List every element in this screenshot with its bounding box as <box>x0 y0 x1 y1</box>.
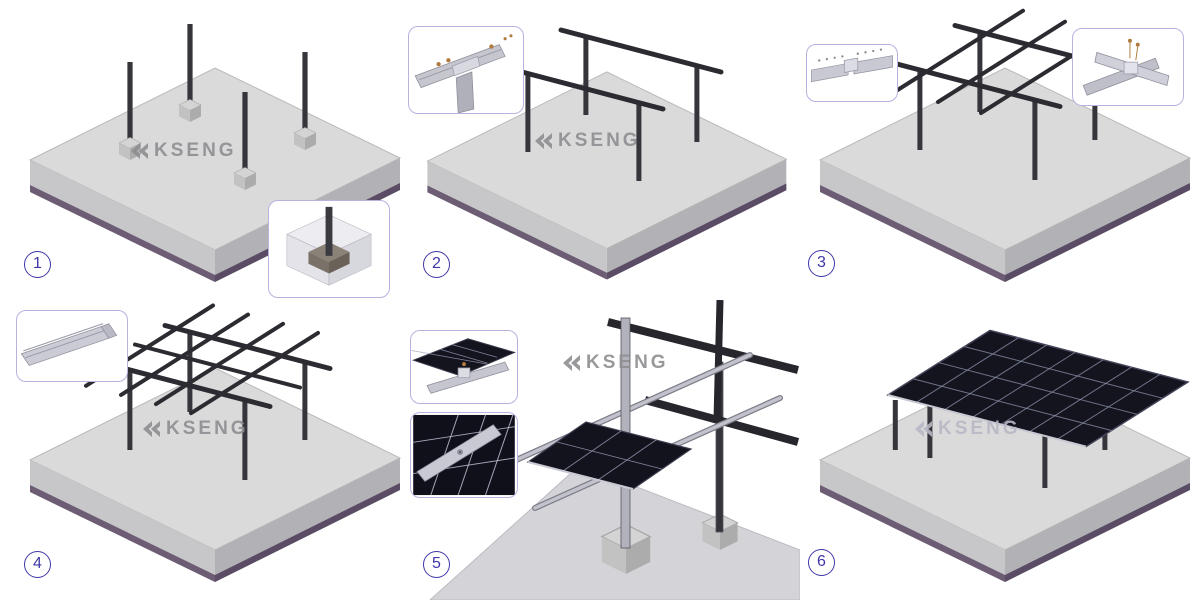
step-number-badge-5: 5 <box>423 551 450 578</box>
step-number-badge-3: 3 <box>808 250 835 277</box>
step-6-finished-array-illustration <box>819 329 1191 583</box>
step-2-panel <box>420 0 800 300</box>
step-1-panel <box>0 0 420 300</box>
detail-inset-rail-splice <box>806 44 898 102</box>
detail-inset-rail-profile <box>16 310 128 382</box>
beam-connection-detail-illustration <box>414 34 513 113</box>
step-2-beams-illustration <box>426 27 787 281</box>
detail-inset-foundation <box>268 200 390 298</box>
rail-profile-detail-illustration <box>20 323 118 366</box>
step-number-badge-4: 4 <box>24 551 51 578</box>
step-4-panel <box>0 300 420 600</box>
foundation-detail-illustration <box>286 206 372 286</box>
panel-mid-clamp-detail-illustration <box>413 414 515 496</box>
step-number-badge-6: 6 <box>808 549 835 576</box>
step-4-grid-frame-illustration <box>29 303 401 583</box>
detail-inset-beam-connection <box>408 26 524 114</box>
step-6-panel <box>800 300 1200 600</box>
rail-clamp-detail-illustration <box>1082 38 1170 96</box>
panel-corner-clamp-detail-illustration <box>411 338 517 394</box>
detail-inset-rail-clamp <box>1072 28 1184 106</box>
step-1-foundation-illustration <box>29 24 401 283</box>
step-5-panel <box>420 300 800 600</box>
rail-splice-detail-illustration <box>811 48 893 83</box>
detail-inset-panel-mid-clamp <box>410 412 518 498</box>
step-number-badge-2: 2 <box>423 251 450 278</box>
step-5-panel-mounting-illustration <box>429 300 800 600</box>
detail-inset-panel-corner-clamp <box>410 330 518 404</box>
step-number-badge-1: 1 <box>24 251 51 278</box>
